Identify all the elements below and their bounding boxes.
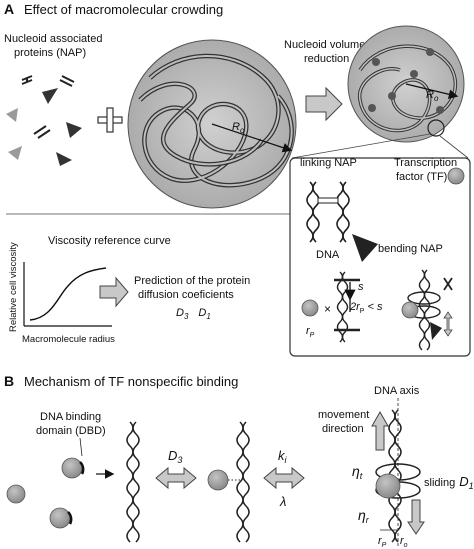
d3-double-arrow bbox=[155, 466, 197, 490]
tf-label-line1: Transcription bbox=[394, 157, 457, 169]
triangle-protein-icon bbox=[8, 146, 22, 160]
y-axis-label: Relative cell viscosity bbox=[8, 242, 19, 332]
viscosity-curve bbox=[29, 267, 107, 321]
dbd-label-line1: DNA binding bbox=[40, 411, 101, 423]
linking-nap-icon bbox=[21, 75, 33, 85]
linking-nap-icon bbox=[59, 75, 75, 87]
viscosity-title: Viscosity reference curve bbox=[48, 235, 171, 247]
zoom-line-left bbox=[291, 133, 431, 159]
nap-molecules bbox=[6, 75, 82, 166]
nap-ball-icon bbox=[368, 104, 376, 112]
reduced-radius-label: Ro bbox=[426, 89, 439, 103]
helical-slide-icon bbox=[407, 269, 453, 351]
ki-lambda-double-arrow bbox=[263, 466, 305, 490]
prediction-line1: Prediction of the protein bbox=[134, 275, 250, 287]
linking-nap-label: linking NAP bbox=[300, 157, 357, 169]
zoom-line-right bbox=[439, 135, 469, 159]
down-arrow bbox=[407, 499, 425, 535]
nucleoid-reduced bbox=[347, 25, 465, 143]
panel-b-title: Mechanism of TF nonspecific binding bbox=[24, 374, 238, 389]
panel-a-title: Effect of macromolecular crowding bbox=[24, 2, 223, 17]
linked-dna-icon bbox=[306, 181, 350, 243]
sliding-tf-protein bbox=[375, 473, 401, 499]
reduction-label-line1: Nucleoid volume bbox=[284, 39, 365, 51]
ro-label: ro bbox=[400, 535, 408, 549]
dna-helix-1 bbox=[126, 421, 140, 543]
s-label: s bbox=[358, 281, 364, 293]
dna-helix-2 bbox=[236, 421, 250, 543]
reduction-arrow bbox=[305, 86, 343, 122]
ki-label: ki bbox=[278, 448, 288, 465]
free-tf-proteins bbox=[6, 457, 115, 529]
eta-t-label: ηt bbox=[352, 463, 363, 481]
reduction-label-line2: reduction bbox=[304, 53, 349, 65]
radius-arrow bbox=[211, 123, 293, 153]
bending-nap-icon bbox=[42, 88, 58, 104]
rp-label-b: rP bbox=[378, 535, 387, 549]
nap-ball-icon bbox=[436, 106, 444, 114]
blocked-cross-icon: × bbox=[324, 302, 331, 316]
prediction-line2: diffusion coeficients bbox=[138, 289, 234, 301]
two-rp-label: 2rP < s bbox=[349, 301, 383, 315]
nap-label-line2: proteins (NAP) bbox=[14, 47, 86, 59]
bending-nap-icon bbox=[352, 234, 378, 262]
d3-label: D3 bbox=[168, 448, 182, 465]
tf-protein-near-dna bbox=[207, 469, 229, 491]
movement-label-line2: direction bbox=[322, 423, 364, 435]
triangle-protein-icon bbox=[6, 108, 18, 122]
eta-r-label: ηr bbox=[358, 507, 370, 525]
dna-axis-label: DNA axis bbox=[374, 385, 420, 397]
viscosity-plot bbox=[23, 262, 112, 327]
bending-nap-icon bbox=[430, 322, 442, 340]
up-arrow bbox=[371, 410, 389, 451]
radius-label: Ro bbox=[232, 121, 245, 135]
bending-nap-icon bbox=[56, 152, 72, 166]
rp-label: rP bbox=[306, 325, 315, 339]
tf-protein-icon bbox=[401, 301, 419, 319]
nap-ball-icon bbox=[372, 58, 380, 66]
movement-label-line1: movement bbox=[318, 409, 369, 421]
double-arrow-icon bbox=[443, 311, 453, 337]
dbd-label-line2: domain (DBD) bbox=[36, 425, 106, 437]
linking-nap-icon bbox=[33, 125, 51, 139]
nap-label-line1: Nucleoid associated bbox=[4, 33, 102, 45]
spacing-diagram bbox=[334, 271, 360, 343]
zoom-circle bbox=[427, 119, 445, 137]
nap-ball-icon bbox=[388, 92, 396, 100]
tf-protein-icon bbox=[447, 167, 465, 185]
nucleoid-large bbox=[127, 39, 297, 209]
bending-nap-label: bending NAP bbox=[378, 243, 443, 255]
tf-protein-icon bbox=[301, 299, 319, 317]
plus-icon bbox=[97, 107, 123, 133]
panel-a-letter: A bbox=[4, 1, 14, 17]
dbd-pointer bbox=[79, 437, 83, 457]
panel-b-letter: B bbox=[4, 373, 14, 389]
nap-ball-icon bbox=[410, 70, 418, 78]
x-axis-label: Macromolecule radius bbox=[22, 334, 115, 345]
dna-label: DNA bbox=[316, 249, 340, 261]
bending-nap-icon bbox=[66, 122, 82, 138]
prediction-arrow bbox=[99, 276, 129, 308]
nap-ball-icon bbox=[426, 48, 434, 56]
lambda-label: λ bbox=[279, 494, 286, 509]
reduced-radius-arrow bbox=[405, 83, 459, 99]
tf-label-line2: factor (TF) bbox=[396, 171, 447, 183]
